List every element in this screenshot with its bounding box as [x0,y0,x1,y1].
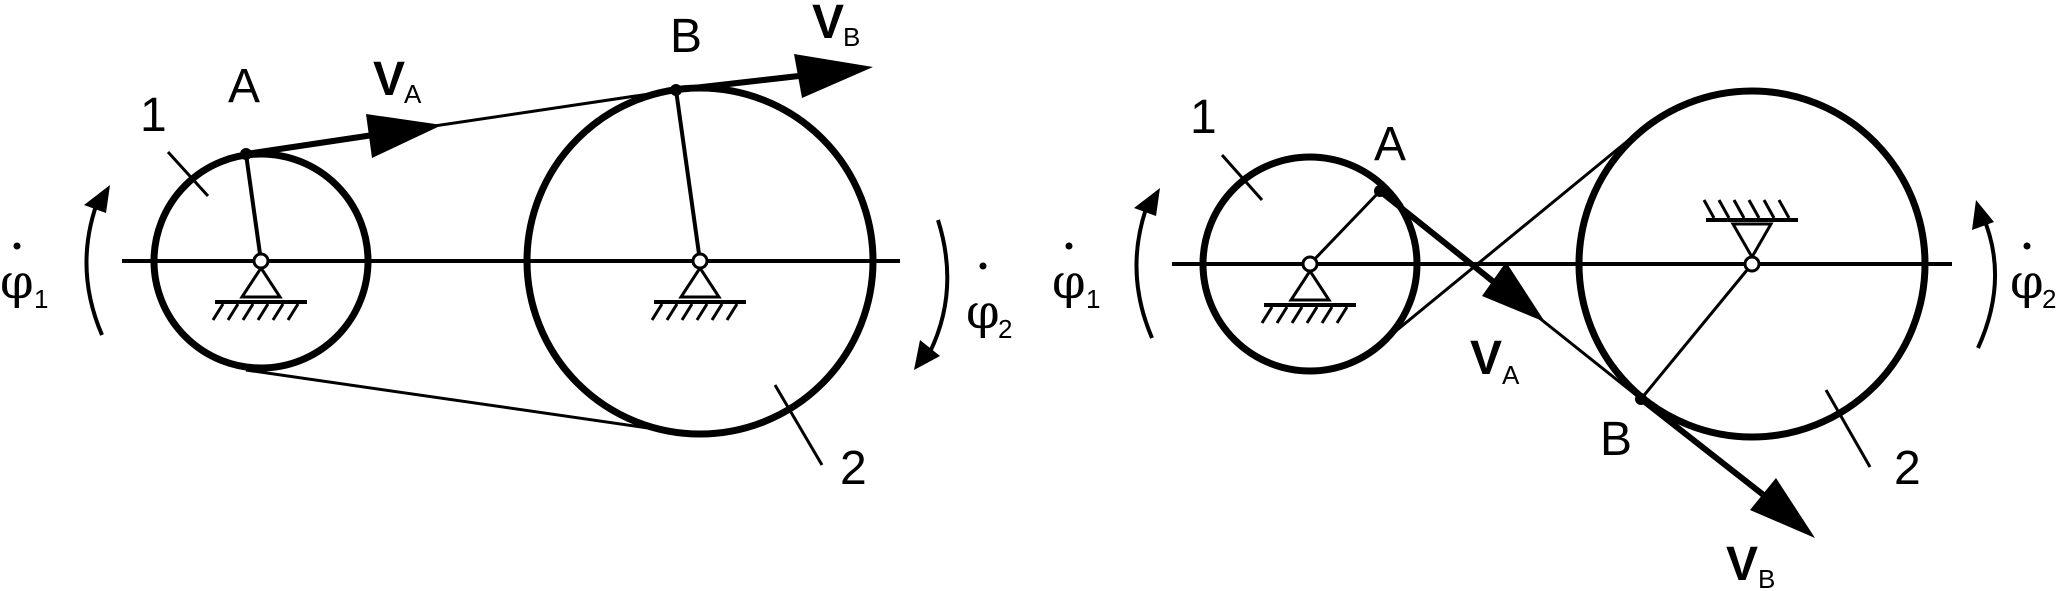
pulley-1-leader-r [1220,154,1264,201]
fixed-support-1-r [1260,255,1356,324]
belt-lower [245,368,677,434]
radius-b-r [1639,263,1754,400]
label-2-r: 2 [1894,442,1921,495]
label-b-r: B [1600,413,1632,466]
pulley-2-r [1575,87,1929,441]
omega2-dot [979,262,987,270]
pulley-2-leader-r [1824,389,1872,468]
label-omega2: φ [966,284,1000,340]
label-a: A [228,60,260,113]
velocity-b-arrowhead [794,54,873,98]
label-vb-sub: B [843,22,860,52]
rotation-arrow-2-head-r [1972,200,1994,230]
label-2: 2 [840,442,867,495]
radius-a [244,153,263,262]
label-vb: V [812,0,844,49]
velocity-b-shaft-r [1639,396,1777,507]
rotation-arrow-1-head-r [1134,188,1160,216]
rotation-arrow-1-r [1134,197,1154,339]
omega1-dot [13,242,21,250]
rotation-arrow-2-r [1976,213,1997,349]
label-va: V [373,53,405,106]
label-omega1-sub: 1 [34,284,48,314]
label-a-r: A [1374,118,1406,171]
radius-b [674,89,702,262]
label-va-r: V [1470,332,1502,385]
label-vb-r: V [1726,538,1758,591]
fixed-support-2 [650,252,746,321]
label-omega2-sub: 2 [998,314,1012,344]
velocity-a-arrowhead [366,114,442,158]
rotation-arrow-1-head [84,185,110,213]
velocity-a-arrowhead-r [1482,262,1545,322]
belt-cross-2 [1379,128,1642,346]
crossed-belt-drive: 1 2 A B V A V B φ 1 φ 2 [1052,87,2056,591]
label-omega1-sub-r: 1 [1086,284,1100,314]
fixed-support-2-r [1702,199,1798,273]
rotation-arrow-2 [928,219,950,353]
open-belt-drive: 1 2 A B V A V B φ 1 φ 2 [0,0,1012,495]
label-1-r: 1 [1190,91,1217,144]
omega1-dot-r [1065,242,1073,250]
velocity-a-shaft-r [1378,188,1512,298]
label-omega1-r: φ [1052,254,1086,310]
label-1: 1 [140,89,167,142]
pulley-1-r [1199,153,1421,375]
fixed-support-1 [211,252,307,321]
omega2-dot-r [2023,242,2031,250]
rotation-arrow-1 [84,194,104,336]
rotation-arrow-2-head [914,340,940,370]
label-va-sub: A [404,79,422,109]
label-omega2-sub-r: 2 [2042,284,2056,314]
velocity-b-arrowhead-r [1750,478,1815,538]
radius-a-r [1308,189,1382,266]
pulley-2-leader [773,384,824,466]
label-b: B [670,10,702,63]
label-va-sub-r: A [1502,360,1520,390]
label-omega2-r: φ [2010,254,2044,310]
label-omega1: φ [0,254,34,310]
label-vb-sub-r: B [1758,564,1775,591]
pulley-1-leader [166,150,210,198]
